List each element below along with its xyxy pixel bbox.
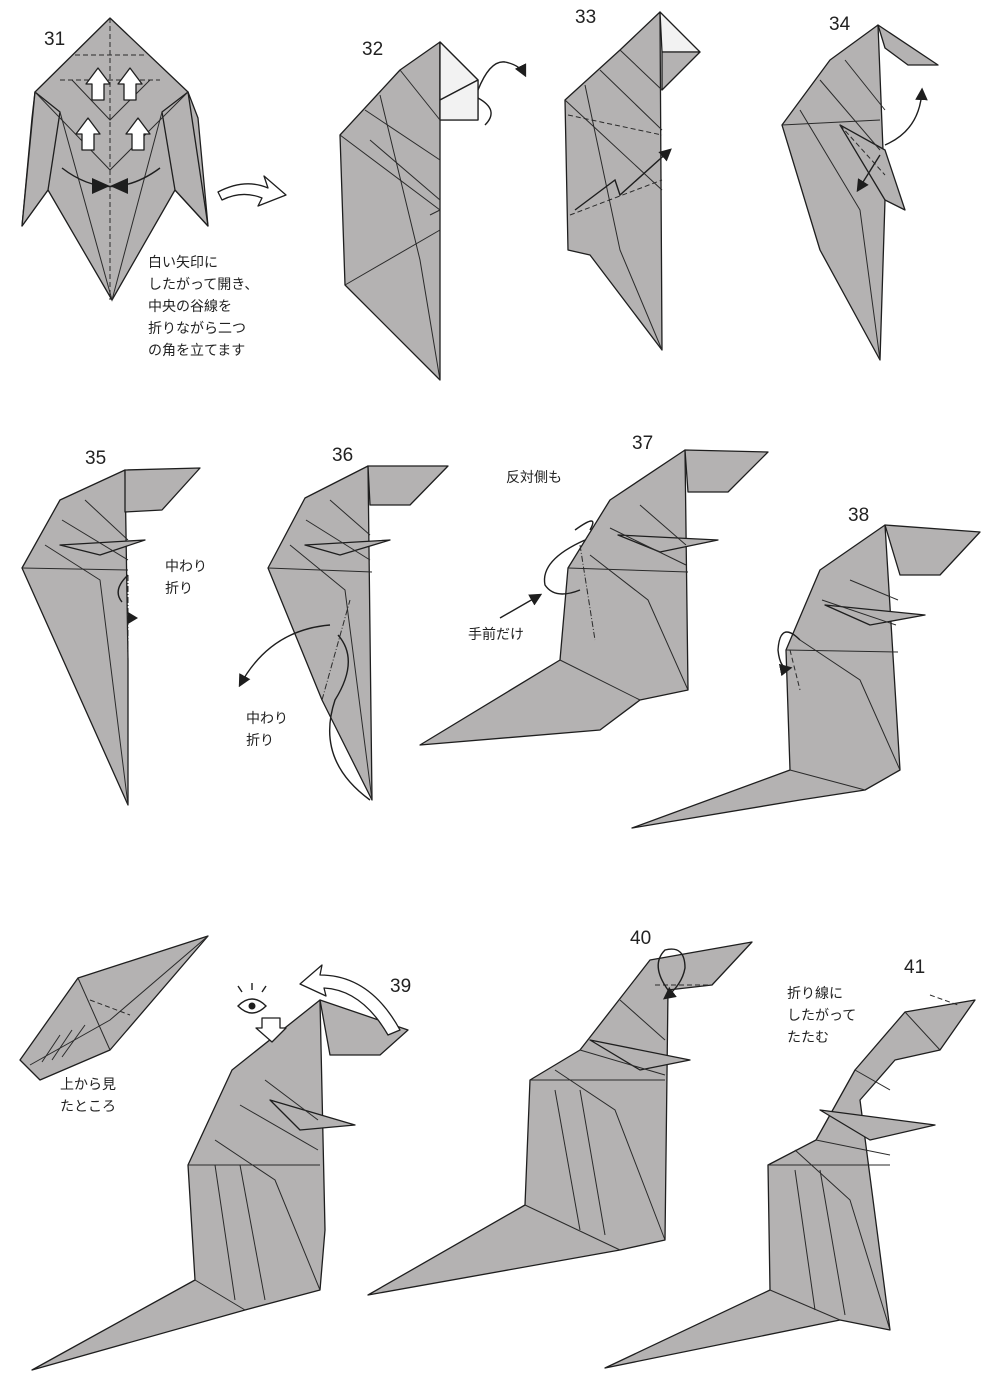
step-38-figure (631, 524, 981, 829)
step-number-37: 37 (632, 433, 654, 454)
step-35-note: 中わり 折り (165, 559, 207, 597)
step-31-note: 白い矢印に したがって開き、 中央の谷線を 折りながら二つ の角を立てます (148, 255, 259, 359)
step-number-38: 38 (848, 505, 870, 526)
step-40-figure (367, 941, 753, 1296)
step-35-figure (21, 467, 201, 806)
step-39-inset-figure (19, 935, 209, 1081)
step-36-note: 中わり 折り (246, 711, 288, 749)
step-37-note-top: 反対側も (506, 470, 562, 486)
eye-icon (237, 983, 287, 1043)
step-number-35: 35 (85, 448, 107, 469)
step-37-figure (419, 449, 769, 746)
step-number-39: 39 (390, 976, 412, 997)
turn-over-arrow-icon (217, 175, 287, 207)
step-34-figure (781, 24, 939, 361)
step-32-figure (339, 41, 527, 381)
valley-fold-arrow-icon (299, 964, 401, 1036)
step-number-33: 33 (575, 7, 597, 28)
step-number-40: 40 (630, 928, 652, 949)
step-number-41: 41 (904, 957, 926, 978)
step-41-note: 折り線に したがって たたむ (787, 986, 857, 1046)
step-number-34: 34 (829, 14, 851, 35)
step-39-figure (31, 964, 409, 1371)
step-number-32: 32 (362, 39, 384, 60)
step-41-figure (604, 994, 976, 1369)
step-number-31: 31 (44, 29, 66, 50)
step-39-inset-note: 上から見 たところ (60, 1077, 116, 1115)
step-33-figure (564, 11, 701, 351)
step-37-note-bottom: 手前だけ (468, 627, 524, 643)
step-number-36: 36 (332, 445, 354, 466)
step-31-figure (21, 17, 209, 302)
step-36-figure (238, 465, 449, 801)
